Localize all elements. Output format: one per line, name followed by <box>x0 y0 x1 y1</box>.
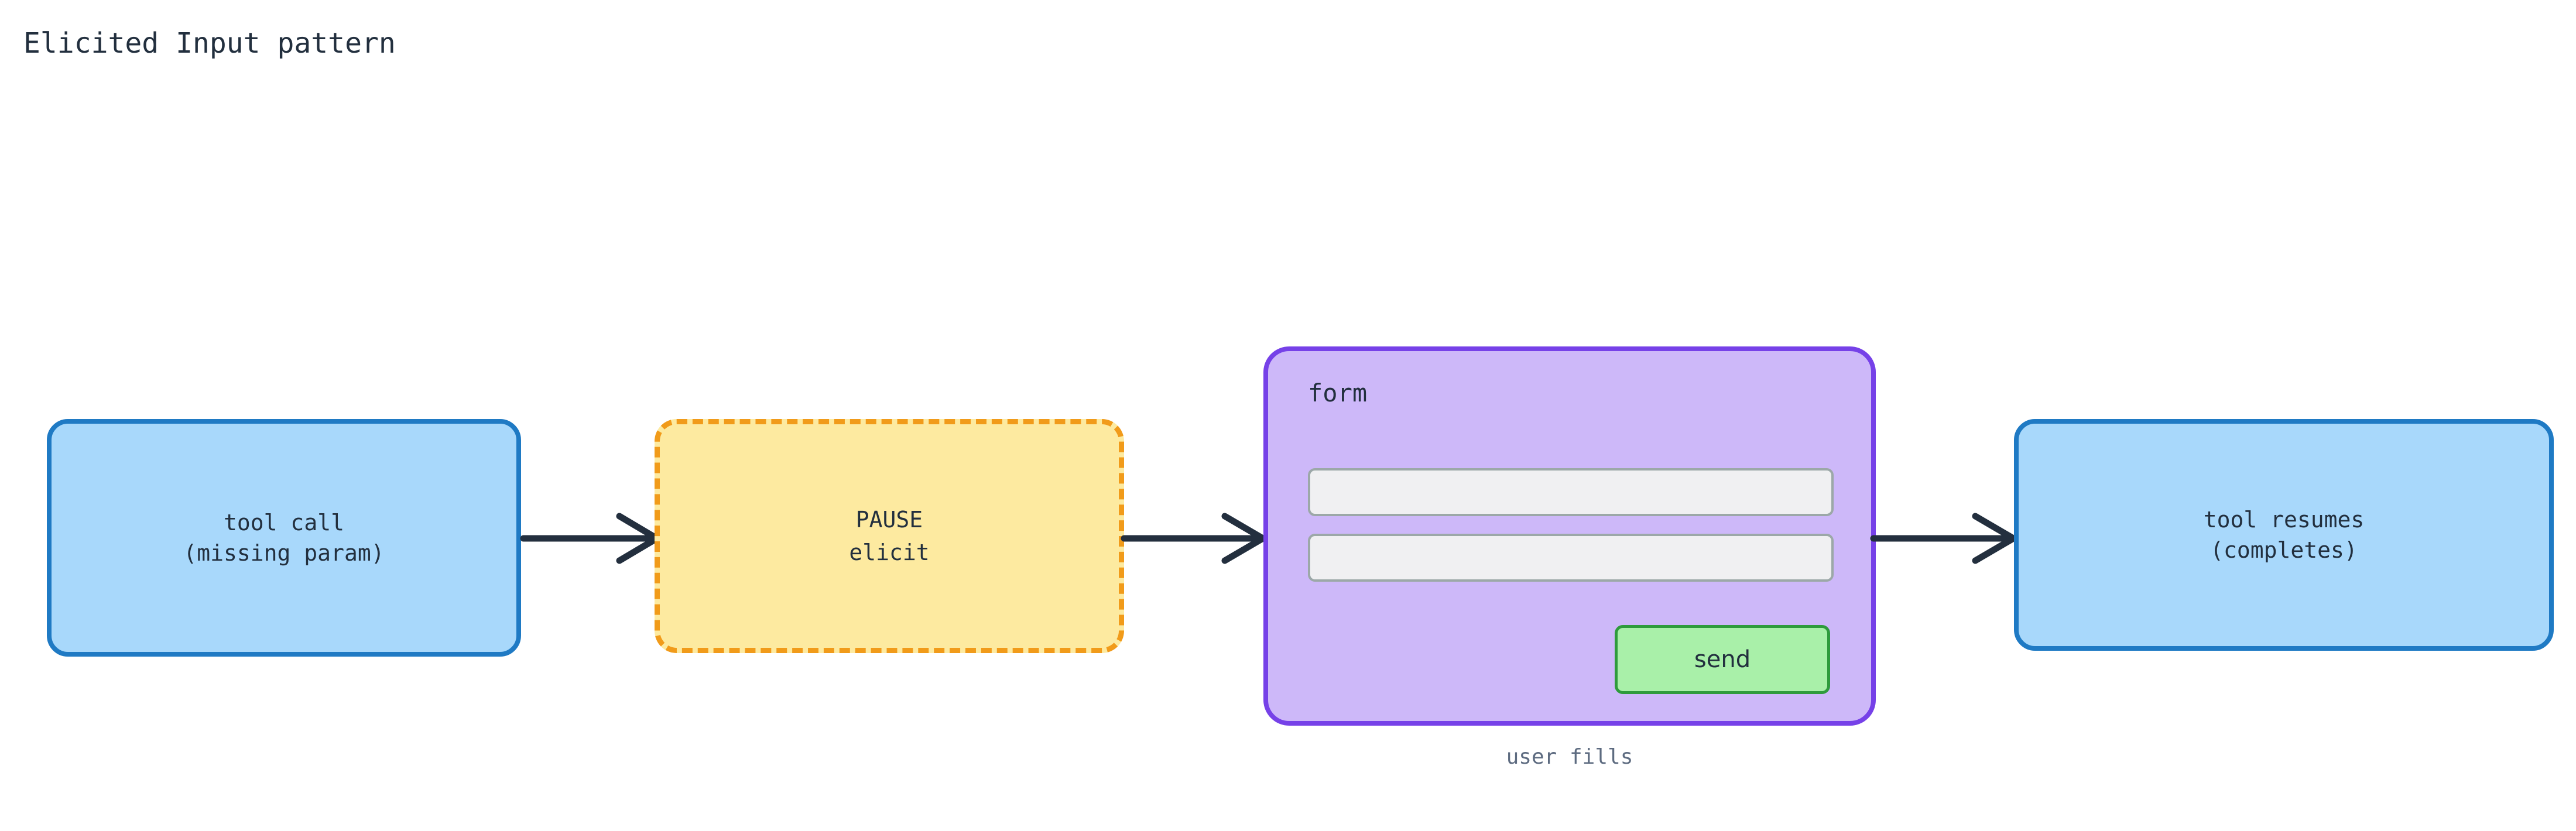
node-tool-call[interactable]: tool call (missing param) <box>47 419 521 657</box>
node-tool-resumes-line1: tool resumes <box>2203 507 2365 533</box>
node-pause-line1: PAUSE <box>855 507 923 533</box>
arrow-tool-call-to-pause <box>520 513 663 564</box>
node-form-panel[interactable]: form send <box>1263 346 1876 726</box>
form-caption: user fills <box>1506 745 1633 769</box>
node-tool-call-line2: (missing param) <box>183 540 385 566</box>
node-pause-line2: elicit <box>849 540 930 565</box>
node-tool-resumes-line2: (completes) <box>2210 537 2358 563</box>
form-panel-title: form <box>1308 379 1368 407</box>
form-input-field-1[interactable] <box>1308 468 1834 516</box>
page-title: Elicited Input pattern <box>23 27 396 60</box>
send-button[interactable]: send <box>1615 625 1830 694</box>
form-input-field-2[interactable] <box>1308 534 1834 582</box>
node-pause-elicit[interactable]: PAUSE elicit <box>655 419 1124 653</box>
arrow-form-to-tool-resumes <box>1870 513 2020 564</box>
node-tool-resumes[interactable]: tool resumes (completes) <box>2014 419 2554 651</box>
arrow-pause-to-form <box>1121 513 1269 564</box>
node-tool-call-line1: tool call <box>224 510 344 535</box>
